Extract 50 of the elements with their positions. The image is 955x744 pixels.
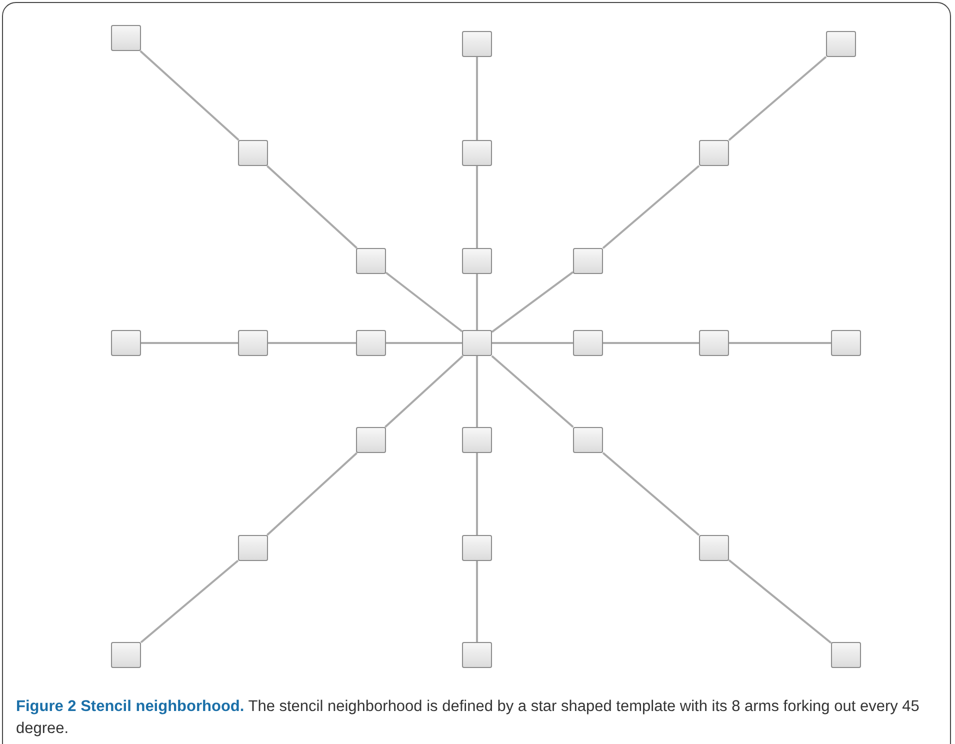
grid-cell-box [462, 31, 492, 57]
connector-line [476, 561, 478, 642]
grid-cell-box [573, 248, 603, 274]
connector-line [385, 272, 463, 332]
grid-cell-box [356, 330, 386, 356]
connector-line [729, 342, 831, 344]
grid-cell-box [111, 25, 141, 51]
connector-line [603, 342, 699, 344]
figure-caption: Figure 2 Stencil neighborhood. The stencil neighborhood is defined by a star shaped template with its 8 arms forking out every 45 degree. [16, 697, 920, 739]
grid-cell-box [462, 140, 492, 166]
connector-line [476, 274, 478, 330]
grid-cell-box [238, 535, 268, 561]
connector-line [491, 355, 574, 428]
connector-line [476, 356, 478, 427]
grid-cell-box [699, 535, 729, 561]
connector-line [266, 452, 358, 536]
connector-line [728, 559, 832, 644]
grid-cell-box [238, 330, 268, 356]
connector-line [140, 560, 239, 644]
connector-line [476, 453, 478, 535]
connector-line [492, 342, 573, 344]
grid-cell-box [111, 330, 141, 356]
connector-line [476, 166, 478, 248]
grid-cell-box [462, 535, 492, 561]
grid-cell-box [573, 427, 603, 453]
grid-cell-box [699, 330, 729, 356]
connector-line [728, 56, 827, 141]
grid-cell-box [831, 642, 861, 668]
grid-cell-box [831, 330, 861, 356]
connector-line [141, 342, 238, 344]
connector-line [268, 342, 356, 344]
grid-cell-box [462, 642, 492, 668]
grid-cell-box [356, 427, 386, 453]
grid-cell-box [699, 140, 729, 166]
grid-cell-box [462, 248, 492, 274]
grid-cell-box [462, 330, 492, 356]
connector-line [386, 342, 462, 344]
connector-line [476, 57, 478, 140]
grid-cell-box [573, 330, 603, 356]
grid-cell-box [356, 248, 386, 274]
grid-cell-box [111, 642, 141, 668]
connector-line [602, 165, 700, 249]
connector-line [140, 50, 240, 141]
grid-cell-box [462, 427, 492, 453]
grid-cell-box [238, 140, 268, 166]
connector-line [384, 355, 464, 428]
connector-line [602, 452, 700, 536]
grid-cell-box [826, 31, 856, 57]
connector-line [266, 165, 358, 249]
connector-line [491, 271, 574, 333]
